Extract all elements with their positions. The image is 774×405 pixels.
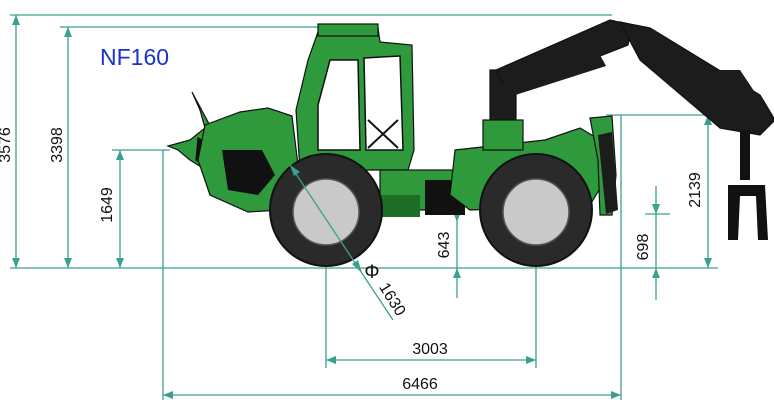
forestry-machine bbox=[166, 19, 774, 267]
rear-wheel bbox=[479, 153, 593, 267]
cab bbox=[295, 23, 415, 171]
ground-clearance-label: 643 bbox=[436, 232, 453, 259]
blade-height-label: 1649 bbox=[99, 187, 116, 223]
total-height-label: 3576 bbox=[0, 127, 14, 163]
dimension-lines bbox=[10, 14, 718, 400]
crane-jib bbox=[618, 21, 774, 136]
overall-length-label: 6466 bbox=[402, 376, 438, 393]
model-label: NF160 bbox=[100, 44, 169, 70]
rear-frame-height-label: 698 bbox=[635, 234, 652, 261]
crane-pivot-height-label: 2139 bbox=[687, 172, 704, 208]
diameter-symbol: Φ bbox=[364, 262, 379, 283]
front-wheel bbox=[269, 153, 383, 267]
wheelbase-label: 3003 bbox=[412, 341, 448, 358]
cab-height-label: 3398 bbox=[49, 127, 66, 163]
wheel-diameter-leader bbox=[289, 164, 394, 321]
grapple bbox=[728, 130, 768, 240]
